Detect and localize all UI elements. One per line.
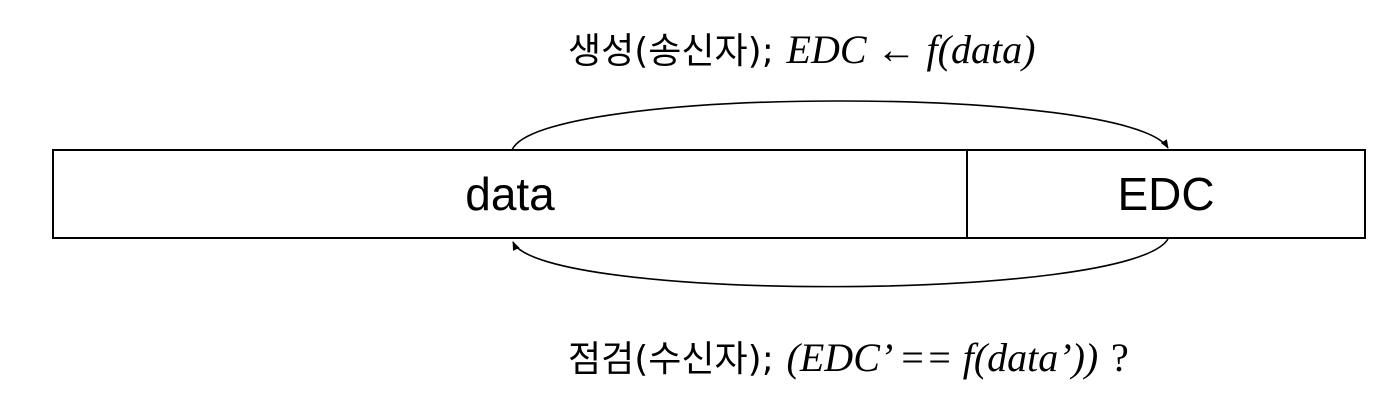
check-caption: 점검(수신자); (EDC’ == f(data’)) ? — [568, 338, 1129, 378]
generation-caption: 생성(송신자); EDC ← f(data) — [568, 30, 1035, 70]
edc-field-label: EDC — [1117, 168, 1215, 220]
check-question-mark: ? — [1110, 335, 1129, 380]
check-formula: (EDC’ == f(data’)) — [786, 335, 1099, 380]
generation-label: 생성(송신자); — [568, 31, 774, 72]
edc-field: EDC — [968, 151, 1364, 237]
check-arrow — [512, 238, 1169, 288]
generation-arrow — [511, 100, 1169, 151]
frame-box: data EDC — [52, 149, 1366, 239]
generation-formula: EDC ← f(data) — [786, 27, 1036, 72]
data-field-label: data — [465, 168, 555, 220]
data-field: data — [54, 151, 968, 237]
check-label: 점검(수신자); — [568, 339, 774, 380]
